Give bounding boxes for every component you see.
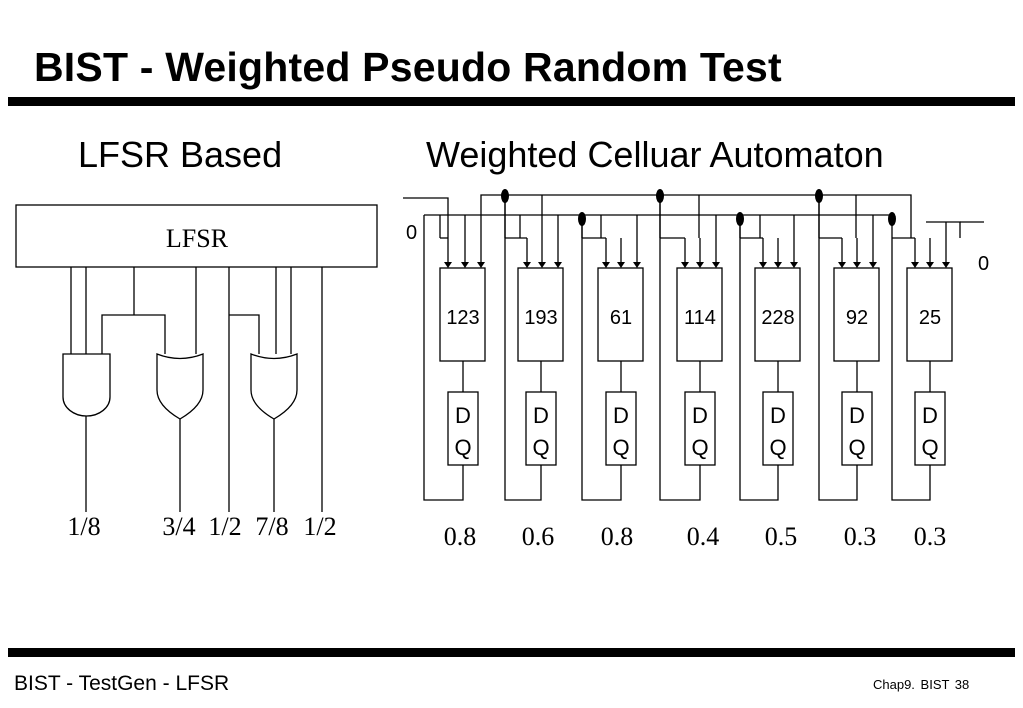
footer-section-title: BIST - TestGen - LFSR: [14, 672, 230, 695]
flip-flop-2: [525, 391, 557, 466]
footer-page-number: Chap9. BIST 38: [873, 677, 970, 692]
subtitle-lfsr-based: LFSR Based: [78, 134, 283, 175]
ca-cell-rule: 193: [524, 307, 557, 329]
ca-cell-rule: 61: [610, 307, 632, 329]
lfsr-output-label: 1/2: [208, 512, 241, 541]
arrowheads: [444, 262, 950, 268]
lfsr-output-label: 3/4: [162, 512, 195, 541]
flip-flop-5: [762, 391, 794, 466]
ca-cell-2: [517, 267, 564, 362]
lfsr-output-label: 1/8: [67, 512, 100, 541]
flip-flop-7: [914, 391, 946, 466]
ca-cell-4: [676, 267, 723, 362]
flip-flop-q-label: Q: [848, 435, 865, 460]
flip-flop-d-label: D: [692, 403, 708, 428]
flip-flop-1: [447, 391, 479, 466]
ca-weight-label: 0.4: [687, 522, 720, 551]
ca-boundary-left: 0: [406, 222, 417, 244]
flip-flop-q-label: Q: [532, 435, 549, 460]
lfsr-box-label: LFSR: [166, 224, 229, 253]
ca-cell-rule: 228: [761, 307, 794, 329]
flip-flop-q-label: Q: [612, 435, 629, 460]
ca-cell-1: [439, 267, 486, 362]
ca-cell-rule: 25: [919, 307, 941, 329]
ca-cell-6: [833, 267, 880, 362]
lfsr-generator: [15, 204, 378, 512]
flip-flop-q-label: Q: [921, 435, 938, 460]
flip-flop-d-label: D: [770, 403, 786, 428]
flip-flop-q-label: Q: [769, 435, 786, 460]
ca-weight-label: 0.8: [601, 522, 634, 551]
and-gate-1: [62, 353, 111, 417]
or-gate-2: [250, 353, 298, 420]
ca-cell-3: [597, 267, 644, 362]
ca-boundary-right: 0: [978, 253, 989, 275]
flip-flop-3: [605, 391, 637, 466]
ca-cell-rule: 114: [684, 307, 716, 329]
ca-weight-label: 0.8: [444, 522, 477, 551]
flip-flop-d-label: D: [533, 403, 549, 428]
or-gate-1: [156, 353, 204, 420]
title-rule: [8, 97, 1015, 106]
flip-flop-4: [684, 391, 716, 466]
lfsr-output-label: 1/2: [303, 512, 336, 541]
flip-flop-6: [841, 391, 873, 466]
flip-flop-q-label: Q: [454, 435, 471, 460]
ca-weight-label: 0.5: [765, 522, 798, 551]
ca-weight-label: 0.3: [914, 522, 947, 551]
lfsr-output-label: 7/8: [255, 512, 288, 541]
flip-flop-q-label: Q: [691, 435, 708, 460]
flip-flop-d-label: D: [613, 403, 629, 428]
flip-flop-d-label: D: [922, 403, 938, 428]
flip-flop-d-label: D: [849, 403, 865, 428]
ca-weight-label: 0.6: [522, 522, 555, 551]
ca-cell-rule: 123: [446, 307, 479, 329]
ca-cell-7: [906, 267, 953, 362]
slide-title: BIST - Weighted Pseudo Random Test: [34, 44, 782, 90]
junction-dots: [501, 189, 896, 226]
subtitle-cellular-automaton: Weighted Celluar Automaton: [426, 134, 884, 175]
footer-rule: [8, 648, 1015, 657]
flip-flop-d-label: D: [455, 403, 471, 428]
ca-cell-5: [754, 267, 801, 362]
ca-weight-label: 0.3: [844, 522, 877, 551]
ca-cell-rule: 92: [846, 307, 868, 329]
